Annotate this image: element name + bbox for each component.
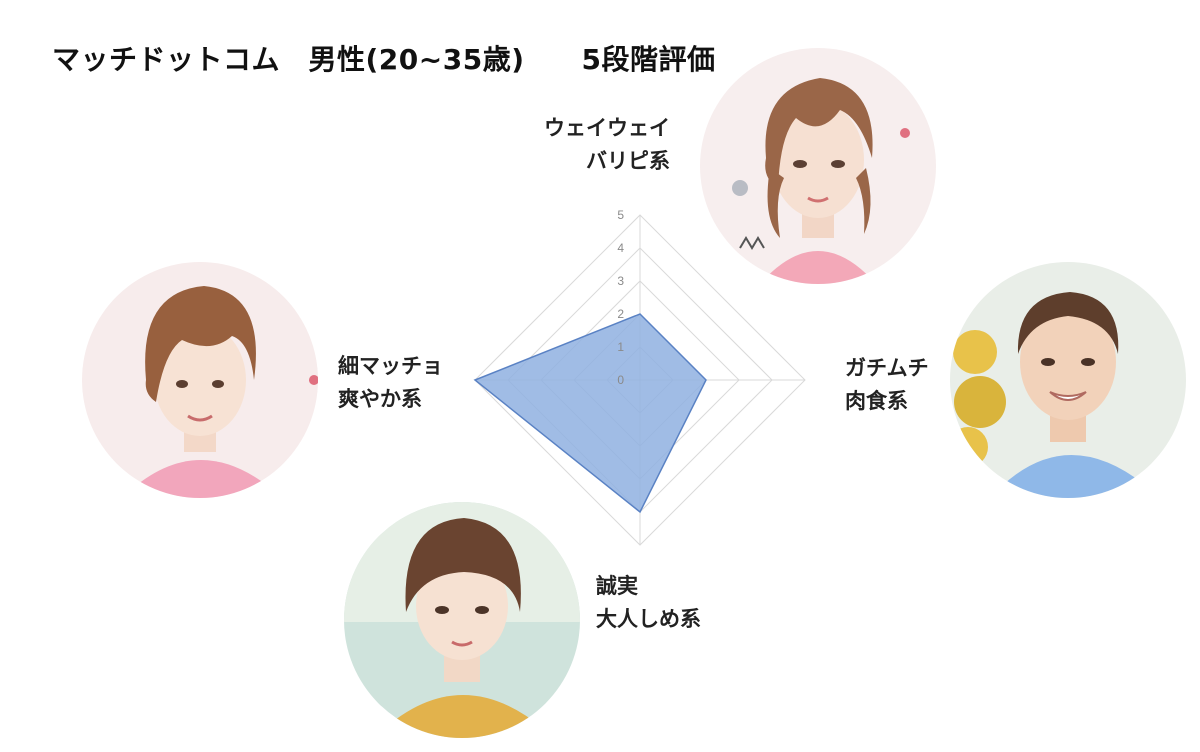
- axis-label-slim-line2: 爽やか系: [338, 387, 422, 411]
- axis-label-slim-line1: 細マッチョ: [338, 354, 443, 378]
- avatar-slim-type: [82, 262, 318, 498]
- tick-label-3: 3: [617, 274, 624, 288]
- axis-label-sincere: 誠実 大人しめ系: [596, 570, 701, 636]
- axis-label-slim: 細マッチョ 爽やか系: [338, 350, 443, 416]
- axis-label-party: ウェイウェイ バリピ系: [520, 112, 670, 178]
- axis-label-sincere-line2: 大人しめ系: [596, 607, 701, 631]
- axis-label-party-line1: ウェイウェイ: [544, 116, 670, 140]
- tick-label-0: 0: [617, 373, 624, 387]
- axis-label-sincere-line1: 誠実: [596, 574, 638, 598]
- axis-label-muscular-line2: 肉食系: [845, 389, 908, 413]
- axis-label-muscular-line1: ガチムチ: [845, 356, 929, 380]
- axis-label-muscular: ガチムチ 肉食系: [845, 352, 929, 418]
- page-title: マッチドットコム 男性(20~35歳) 5段階評価: [52, 43, 716, 76]
- tick-label-1: 1: [617, 340, 624, 354]
- avatar-sincere-type: [344, 502, 580, 738]
- tick-label-4: 4: [617, 241, 624, 255]
- avatar-muscular-type: [950, 262, 1186, 498]
- avatar-party-type: [700, 48, 936, 284]
- axis-label-party-line2: バリピ系: [586, 149, 670, 173]
- tick-label-5: 5: [617, 208, 624, 222]
- tick-label-2: 2: [617, 307, 624, 321]
- series-area: [473, 313, 707, 514]
